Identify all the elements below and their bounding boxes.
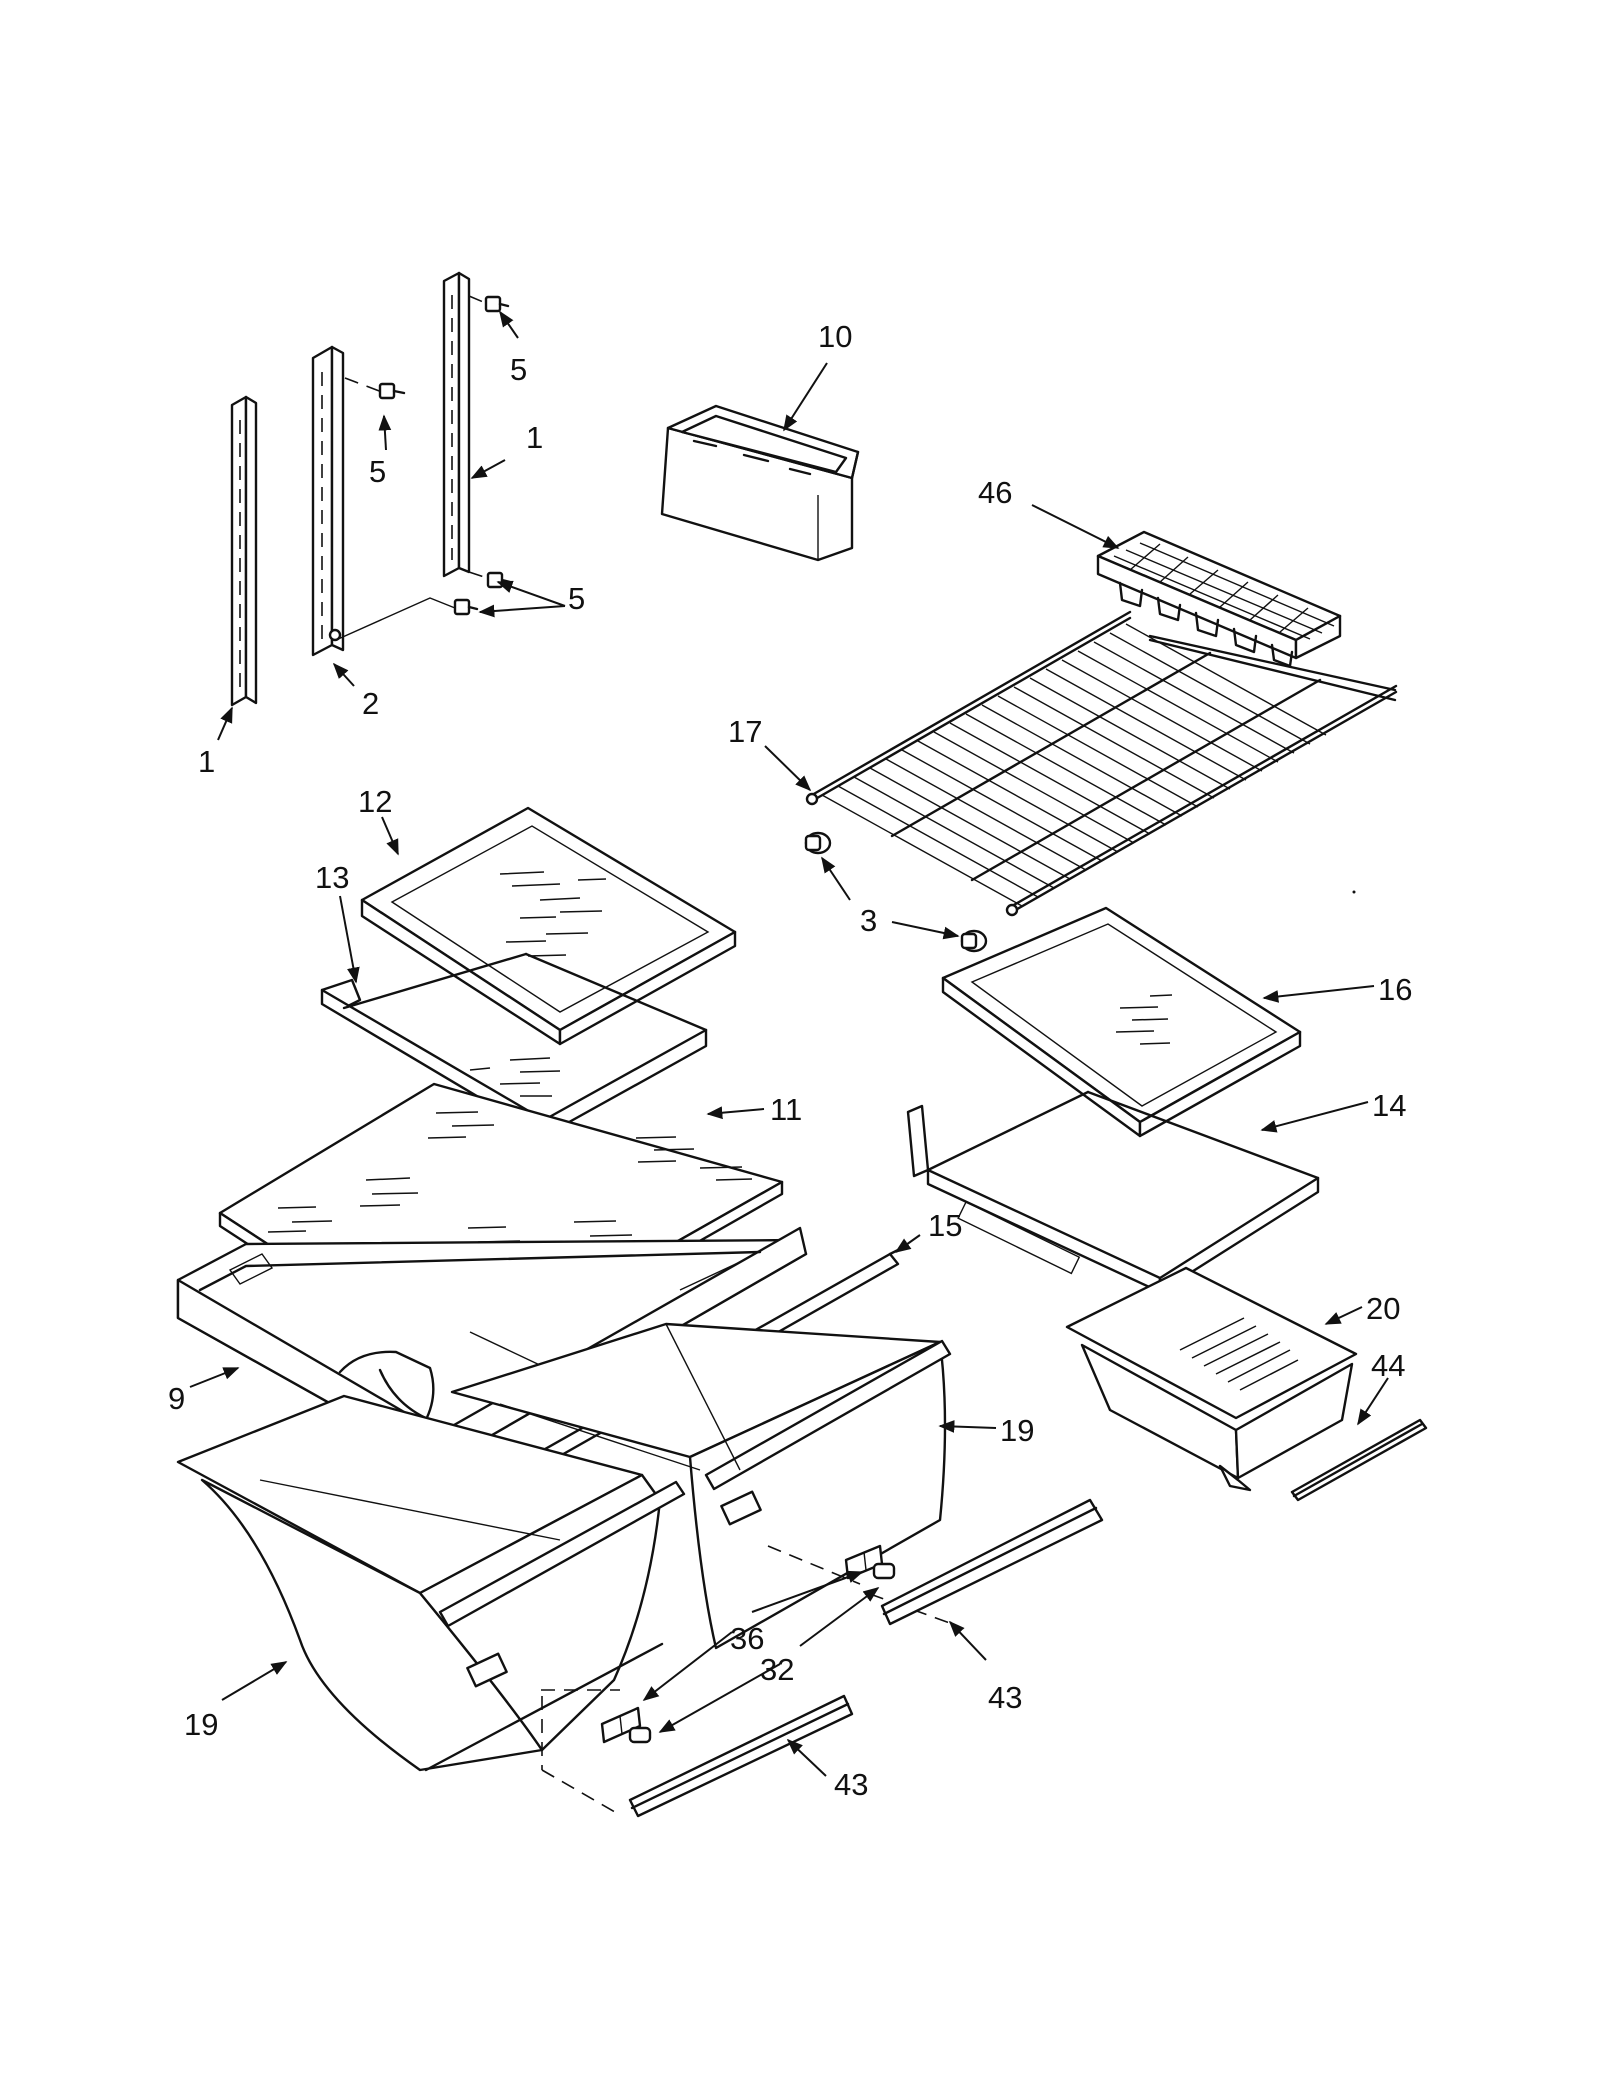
callout-1-left: 1 xyxy=(198,744,215,779)
crisper-drawer-19-left xyxy=(176,1394,686,1772)
callout-5-bottom: 5 xyxy=(568,581,585,616)
shelf-rail-center xyxy=(311,345,345,657)
drawer-trim-43-left xyxy=(628,1694,854,1818)
callout-20: 20 xyxy=(1366,1291,1400,1326)
callout-36: 36 xyxy=(730,1621,764,1656)
glass-shelf-12 xyxy=(360,806,737,1046)
drawer-clip-32-right xyxy=(872,1562,896,1580)
crisper-drawer-19-right xyxy=(450,1322,952,1650)
shelf-stud-3b xyxy=(960,929,988,953)
callout-32: 32 xyxy=(760,1652,794,1687)
callout-13: 13 xyxy=(315,860,349,895)
callout-2: 2 xyxy=(362,686,379,721)
ice-tray-46 xyxy=(1096,530,1342,668)
callout-14: 14 xyxy=(1372,1088,1406,1123)
pan-20 xyxy=(1065,1266,1358,1492)
shelf-stud-3a xyxy=(804,831,832,855)
callout-44: 44 xyxy=(1371,1348,1405,1383)
shelf-rail-left xyxy=(230,395,258,707)
door-bin-10 xyxy=(660,404,860,562)
callout-labels: 1 1 2 5 5 5 10 46 17 3 12 13 16 14 11 15… xyxy=(168,319,1412,1802)
callout-15: 15 xyxy=(928,1208,962,1243)
callout-46: 46 xyxy=(978,475,1012,510)
callout-leaders xyxy=(189,310,1389,1777)
drawer-clip-32-left xyxy=(628,1726,652,1744)
callout-43-right: 43 xyxy=(988,1680,1022,1715)
drawer-trim-43-right xyxy=(880,1498,1104,1626)
callout-11: 11 xyxy=(770,1092,802,1127)
trim-44 xyxy=(1290,1418,1428,1502)
callout-12: 12 xyxy=(358,784,392,819)
shelf-rail-right xyxy=(442,271,471,578)
callout-17: 17 xyxy=(728,714,762,749)
callout-19-left: 19 xyxy=(184,1707,218,1742)
callout-43-left: 43 xyxy=(834,1767,868,1802)
callout-5-top: 5 xyxy=(510,352,527,387)
callout-10: 10 xyxy=(818,319,852,354)
glass-shelf-16 xyxy=(941,906,1302,1138)
callout-16: 16 xyxy=(1378,972,1412,1007)
shelf-frame-14 xyxy=(906,1090,1320,1294)
drawer-clip-36-left xyxy=(600,1706,642,1744)
callout-5-center: 5 xyxy=(369,454,386,489)
callout-19-right: 19 xyxy=(1000,1413,1034,1448)
callout-3: 3 xyxy=(860,903,877,938)
screw-5d xyxy=(335,597,479,641)
callout-1-right: 1 xyxy=(526,420,543,455)
wire-shelf-17 xyxy=(805,610,1398,917)
screw-5a xyxy=(344,377,406,400)
screw-5b xyxy=(468,295,510,313)
callout-9: 9 xyxy=(168,1381,185,1416)
